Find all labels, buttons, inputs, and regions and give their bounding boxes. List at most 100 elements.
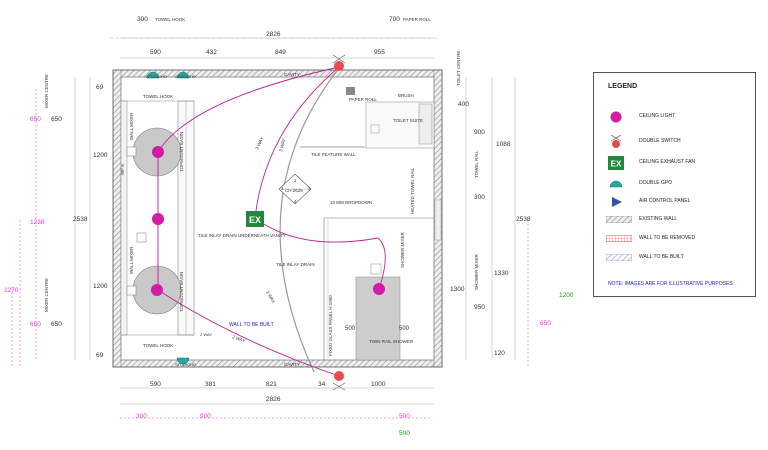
gpo-label-2: STUDIOHD <box>175 74 196 79</box>
cavity-top-label: CAVITY <box>284 72 300 77</box>
circuit-2way-b: 2 WAY <box>232 334 246 343</box>
dim-bottom-pink2: 900 <box>200 413 211 420</box>
circuit-3way-b: 3 WAY <box>278 138 286 152</box>
ch-label: CH 2629 <box>285 188 303 193</box>
dim-right-900: 900 <box>474 129 485 136</box>
legend-item-double-switch: DOUBLE SWITCH <box>594 135 755 149</box>
dim-left-mixer-bottom: 650 <box>51 321 62 328</box>
dim-left-1200-top: 1200 <box>93 152 108 159</box>
dim-right-1300: 1300 <box>450 286 465 293</box>
dim-left-69-bottom: 69 <box>96 352 104 359</box>
dim-right-toilet-centre: 400 <box>458 101 469 108</box>
wall-mixer-bottom-icon <box>126 285 137 296</box>
dim-top-seg2: 432 <box>206 49 217 56</box>
dimension-guides-pink <box>11 89 529 419</box>
gpo-label-3: STUDIOHD <box>175 362 196 367</box>
dimension-guides-grey <box>74 37 516 405</box>
dim-right-120: 120 <box>494 350 505 357</box>
dim-top-seg1: 590 <box>150 49 161 56</box>
topmount-basin-bottom-label: TOPMOUNT BASIN <box>179 272 184 312</box>
dim-top-paper-roll: 700 <box>389 16 400 23</box>
dim-bottom-pink3: 500 <box>399 413 410 420</box>
exhaust-fan-icon: EX <box>608 156 624 170</box>
legend-item-existing-wall: EXISTING WALL <box>594 213 755 227</box>
dim-top-seg4: 955 <box>374 49 385 56</box>
dim-left-overall: 2538 <box>73 216 88 223</box>
topmount-basin-top-label: TOPMOUNT BASIN <box>179 132 184 172</box>
air-panel-n3: 3 <box>308 186 311 191</box>
ceiling-light-icon <box>610 111 622 123</box>
mixer-centre-top-label: MIXER CENTRE <box>44 74 49 108</box>
dim-left-mixer-top-pink: 650 <box>30 116 41 123</box>
legend-item-ceiling-light: CEILING LIGHT <box>594 110 755 124</box>
fixed-glass-label: FIXED GLASS PANEL H:1950 <box>328 295 333 356</box>
dim-left-mixer-bottom-pink: 650 <box>30 321 41 328</box>
wall-mixer-top-label: WALL MIXER <box>129 112 134 140</box>
svg-text:EX: EX <box>611 160 622 169</box>
dim-bottom-seg1: 590 <box>150 381 161 388</box>
dim-right-950: 950 <box>474 304 485 311</box>
gpo-label-1: STUDIOHD <box>146 74 167 79</box>
dim-left-1238: 1238 <box>30 219 45 226</box>
legend-item-wall-built: WALL TO BE BUILT <box>594 251 755 265</box>
dim-left-mixer-top: 650 <box>51 116 62 123</box>
dim-right-pink-650: 650 <box>540 320 551 327</box>
dim-right-300: 300 <box>474 194 485 201</box>
towel-hook-top-label: TOWEL HOOK <box>143 94 173 99</box>
legend-item-exhaust: EX CEILING EXHAUST FAN <box>594 156 755 170</box>
toilet-area <box>300 87 442 241</box>
dim-top-seg3: 849 <box>275 49 286 56</box>
wall-removed-swatch <box>606 235 632 242</box>
dim-bottom-pink1: 300 <box>136 413 147 420</box>
wall-mixer-top-icon <box>126 146 137 157</box>
twin-rail-label: TWIN RAIL SHOWER <box>369 339 414 344</box>
wall-to-be-built-label: WALL TO BE BUILT <box>229 322 274 328</box>
tile-feature-wall-label: TILE FEATURE WALL <box>311 152 356 157</box>
legend-item-wall-removed: WALL TO BE REMOVED <box>594 232 755 246</box>
dim-bottom-seg4: 34 <box>318 381 326 388</box>
air-control-panel-icon <box>612 197 622 207</box>
double-gpo-icon <box>609 180 623 188</box>
shower-mixer-dim-label: SHOWER MIXER <box>474 253 479 290</box>
paper-roll-icon <box>346 87 355 95</box>
circuit-3way-a: 3 WAY <box>254 136 264 150</box>
shower-500-right: 500 <box>399 326 410 332</box>
tile-inlay-drain-vanity-label: TILE INLAY DRAIN UNDERNEATH VANITY <box>198 233 286 238</box>
air-control-panel-icon <box>278 173 312 205</box>
dim-bottom-seg5: 1000 <box>371 381 386 388</box>
toilet-centre-label: TOILET CENTRE <box>456 51 461 86</box>
dim-bottom-green: 500 <box>399 430 410 437</box>
legend-item-air-control: AIR CONTROL PANEL <box>594 195 755 209</box>
double-switches <box>332 54 346 391</box>
toilet-suite-label: TOILET SUITE <box>393 118 423 123</box>
exhaust-fan-icon: EX <box>246 211 264 227</box>
dim-left-1270: 1270 <box>4 287 19 294</box>
drain-icon <box>136 232 147 243</box>
brush-label: BRUSH <box>398 93 414 98</box>
double-gpos <box>146 71 190 365</box>
dim-right-1088: 1088 <box>496 141 511 148</box>
heated-towel-rail-label: HEATED TOWEL RAIL <box>410 167 415 214</box>
tile-inlay-drain-label: TILE INLAY DRAIN <box>276 262 315 267</box>
dropdown-label: 10 MM DROPDOWN <box>330 200 372 205</box>
wall-mixer-bottom-label: WALL MIXER <box>129 246 134 274</box>
towel-hook-bottom-label: TOWEL HOOK <box>143 343 173 348</box>
exhaust-label: EX <box>249 215 261 225</box>
door-arc <box>279 66 341 373</box>
wall-built-swatch <box>606 254 632 261</box>
double-switch-icon <box>610 135 622 148</box>
legend: LEGEND CEILING LIGHT DOUBLE SWITCH EX CE… <box>593 72 756 297</box>
shower-mixer-label: SHOWER MIXER <box>400 231 405 268</box>
dim-left-69-top: 69 <box>96 84 104 91</box>
dim-top-paper-roll-label: PAPER ROLL <box>403 17 431 22</box>
cavity-bottom-label: CAVITY <box>284 362 300 367</box>
shower-500-left: 500 <box>345 326 356 332</box>
dim-bottom-overall: 2826 <box>266 396 281 403</box>
dim-left-1200-bottom: 1200 <box>93 283 108 290</box>
paper-roll-label: PAPER ROLL <box>349 97 377 102</box>
legend-note: NOTE: IMAGES ARE FOR ILLUSTRATIVE PURPOS… <box>608 281 735 287</box>
dim-bottom-seg3: 821 <box>266 381 277 388</box>
aux-way-label: 2 WAY <box>200 332 212 337</box>
towel-rail-label: TOWEL RAIL <box>474 150 479 178</box>
